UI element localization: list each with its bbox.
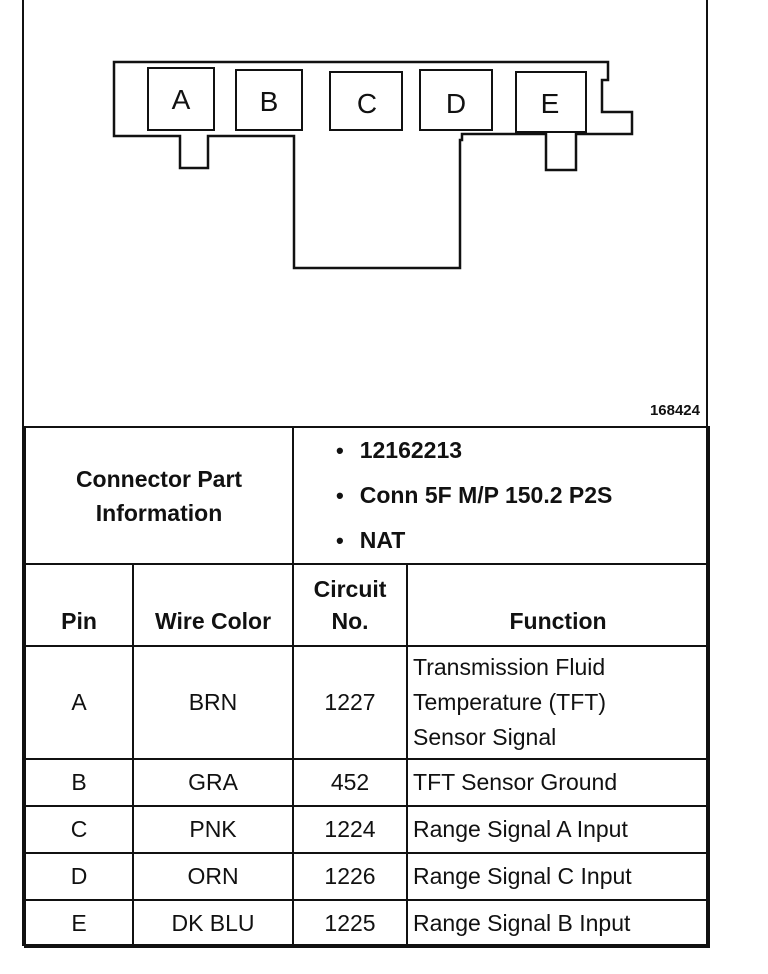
header-circuit-line1: Circuit xyxy=(313,576,387,602)
function-cell: Transmission Fluid Temperature (TFT) Sen… xyxy=(406,645,711,760)
function-cell: Range Signal A Input xyxy=(406,805,711,854)
wire-color-cell: PNK xyxy=(131,805,295,854)
connector-outline-drawing xyxy=(112,60,634,270)
pin-cell: C xyxy=(24,805,134,854)
connector-color: NAT xyxy=(336,518,708,563)
pin-cavity-d xyxy=(419,69,493,131)
circuit-cell: 1226 xyxy=(292,852,409,901)
table-row: D ORN 1226 Range Signal C Input xyxy=(24,852,711,901)
pin-cell: B xyxy=(24,758,134,807)
pin-cavity-b xyxy=(235,69,303,131)
connector-info-row: Connector Part Information 12162213 Conn… xyxy=(23,426,711,565)
header-wire-color: Wire Color xyxy=(131,563,295,647)
connector-body-outline xyxy=(112,60,634,270)
table-header-row: Pin Wire Color Circuit No. Function xyxy=(24,563,711,647)
connector-diagram: A B C D E 168424 xyxy=(24,0,706,426)
wire-color-cell: DK BLU xyxy=(131,899,295,948)
header-circuit-no: Circuit No. xyxy=(292,563,409,647)
pin-cell: D xyxy=(24,852,134,901)
circuit-cell: 452 xyxy=(292,758,409,807)
circuit-cell: 1225 xyxy=(292,899,409,948)
header-circuit-line2: No. xyxy=(331,608,369,634)
pin-label-d: D xyxy=(445,88,467,119)
pin-cavity-a xyxy=(147,67,215,131)
wire-color-cell: ORN xyxy=(131,852,295,901)
wire-color-cell: BRN xyxy=(131,645,295,760)
pin-label-e: E xyxy=(540,88,560,119)
circuit-cell: 1227 xyxy=(292,645,409,760)
pin-label-c: C xyxy=(356,88,378,119)
connector-info-label-line2: Information xyxy=(95,499,223,526)
connector-info-label-line1: Connector Part xyxy=(75,465,243,492)
connector-pinout-table: Connector Part Information 12162213 Conn… xyxy=(23,426,711,948)
table-row: E DK BLU 1225 Range Signal B Input xyxy=(24,899,711,948)
figure-id: 168424 xyxy=(649,402,700,419)
table-row: B GRA 452 TFT Sensor Ground xyxy=(24,758,711,807)
table-row: C PNK 1224 Range Signal A Input xyxy=(24,805,711,854)
function-line: Sensor Signal xyxy=(413,724,557,750)
connector-part-number: 12162213 xyxy=(336,428,708,473)
pin-cell: A xyxy=(24,645,134,760)
function-cell: TFT Sensor Ground xyxy=(406,758,711,807)
connector-info-list: 12162213 Conn 5F M/P 150.2 P2S NAT xyxy=(292,426,711,565)
pin-label-a: A xyxy=(171,84,191,115)
pin-cavity-e xyxy=(515,71,587,133)
pin-cavity-c xyxy=(329,71,403,131)
function-line: Temperature (TFT) xyxy=(413,689,606,715)
header-function: Function xyxy=(406,563,711,647)
pin-label-b: B xyxy=(259,86,279,117)
circuit-cell: 1224 xyxy=(292,805,409,854)
function-cell: Range Signal B Input xyxy=(406,899,711,948)
connector-info-label: Connector Part Information xyxy=(23,426,295,565)
function-line: Transmission Fluid xyxy=(413,654,606,680)
connector-sheet: A B C D E 168424 Connector Part Informat… xyxy=(22,0,711,948)
connector-description: Conn 5F M/P 150.2 P2S xyxy=(336,473,708,518)
pin-cell: E xyxy=(24,899,134,948)
header-pin: Pin xyxy=(24,563,134,647)
function-cell: Range Signal C Input xyxy=(406,852,711,901)
table-row: A BRN 1227 Transmission Fluid Temperatur… xyxy=(24,645,711,760)
wire-color-cell: GRA xyxy=(131,758,295,807)
